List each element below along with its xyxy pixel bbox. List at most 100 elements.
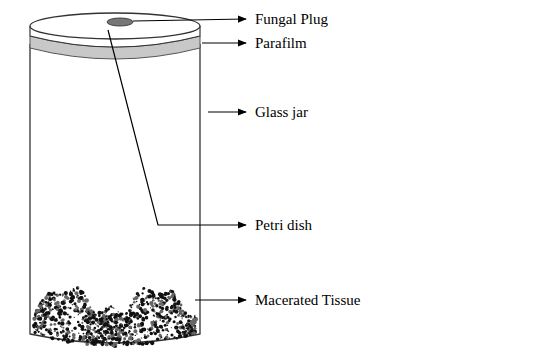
macerated-tissue	[32, 286, 198, 348]
tissue-speck	[110, 331, 114, 335]
tissue-speck	[115, 318, 119, 322]
tissue-speck	[51, 302, 52, 303]
tissue-speck	[61, 327, 63, 329]
tissue-speck	[73, 289, 75, 291]
tissue-speck	[78, 338, 81, 341]
tissue-speck	[84, 295, 86, 297]
tissue-speck	[164, 337, 167, 340]
tissue-speck	[100, 333, 102, 335]
tissue-speck	[48, 297, 52, 301]
tissue-speck	[114, 315, 115, 316]
tissue-speck	[115, 327, 119, 331]
tissue-speck	[142, 287, 145, 290]
tissue-speck	[136, 305, 140, 309]
tissue-speck	[44, 296, 48, 300]
tissue-speck	[159, 315, 162, 318]
part-label: Petri dish	[255, 217, 312, 234]
tissue-speck	[148, 328, 151, 331]
tissue-speck	[51, 293, 53, 295]
tissue-speck	[41, 299, 45, 303]
tissue-speck	[56, 294, 59, 297]
part-label: Macerated Tissue	[255, 292, 360, 309]
tissue-speck	[176, 306, 179, 309]
tissue-speck	[70, 291, 72, 293]
tissue-speck	[44, 317, 47, 320]
tissue-speck	[94, 337, 97, 340]
tissue-speck	[124, 332, 126, 334]
tissue-speck	[123, 337, 126, 340]
tissue-speck	[105, 334, 107, 336]
tissue-speck	[57, 338, 60, 341]
part-label: Glass jar	[255, 104, 308, 121]
tissue-speck	[74, 317, 75, 318]
tissue-speck	[106, 341, 108, 343]
tissue-speck	[90, 329, 91, 330]
tissue-speck	[35, 329, 37, 331]
tissue-speck	[100, 328, 103, 331]
tissue-speck	[43, 321, 46, 324]
tissue-speck	[110, 342, 113, 345]
tissue-speck	[181, 318, 182, 319]
tissue-speck	[83, 333, 85, 335]
tissue-speck	[98, 326, 99, 327]
tissue-speck	[67, 314, 69, 316]
tissue-speck	[57, 321, 60, 324]
tissue-speck	[170, 291, 171, 292]
tissue-speck	[81, 327, 85, 331]
tissue-speck	[85, 298, 89, 302]
tissue-speck	[45, 324, 47, 326]
tissue-speck	[148, 294, 152, 298]
tissue-speck	[111, 343, 115, 347]
tissue-speck	[64, 291, 68, 295]
tissue-speck	[45, 328, 48, 331]
tissue-speck	[116, 331, 118, 333]
tissue-speck	[75, 340, 77, 342]
tissue-speck	[152, 300, 154, 302]
tissue-speck	[176, 329, 180, 333]
tissue-speck	[144, 342, 147, 345]
tissue-speck	[187, 315, 190, 318]
tissue-speck	[54, 307, 56, 309]
tissue-speck	[37, 315, 39, 317]
tissue-speck	[184, 335, 186, 337]
tissue-speck	[154, 332, 157, 335]
tissue-speck	[62, 293, 65, 296]
tissue-speck	[36, 326, 40, 330]
tissue-speck	[162, 320, 165, 323]
tissue-speck	[150, 303, 153, 306]
tissue-speck	[145, 316, 148, 319]
tissue-speck	[181, 316, 183, 318]
tissue-speck	[51, 336, 55, 340]
tissue-speck	[178, 334, 182, 338]
tissue-speck	[69, 292, 73, 296]
tissue-speck	[85, 339, 89, 343]
tissue-speck	[60, 331, 62, 333]
tissue-speck	[104, 322, 108, 326]
tissue-speck	[177, 329, 178, 330]
leader-line	[133, 19, 246, 21]
tissue-speck	[102, 337, 106, 341]
tissue-speck	[84, 329, 86, 331]
tissue-speck	[86, 308, 89, 311]
tissue-speck	[35, 309, 39, 313]
tissue-speck	[76, 286, 79, 289]
tissue-speck	[32, 317, 36, 321]
tissue-speck	[141, 304, 143, 306]
tissue-speck	[160, 336, 162, 338]
tissue-speck	[165, 328, 168, 331]
tissue-speck	[81, 310, 84, 313]
tissue-speck	[145, 341, 149, 345]
tissue-speck	[45, 318, 46, 319]
tissue-speck	[90, 332, 93, 335]
tissue-speck	[43, 303, 45, 305]
tissue-speck	[114, 313, 118, 317]
tissue-speck	[164, 293, 167, 296]
tissue-speck	[40, 332, 42, 334]
tissue-speck	[32, 324, 36, 328]
tissue-speck	[172, 308, 174, 310]
tissue-speck	[146, 334, 149, 337]
tissue-speck	[134, 324, 136, 326]
tissue-speck	[55, 318, 57, 320]
tissue-speck	[104, 310, 107, 313]
tissue-speck	[157, 297, 160, 300]
